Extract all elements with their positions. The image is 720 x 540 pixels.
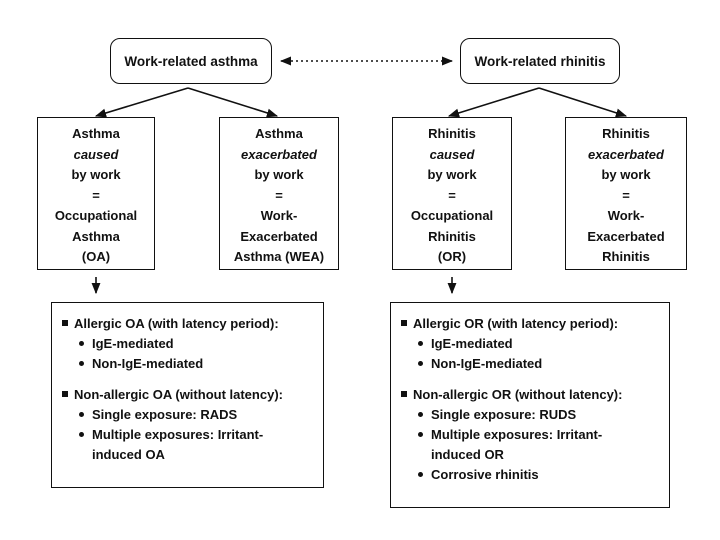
or-line-1: Rhinitis xyxy=(428,126,476,141)
work-related-asthma-box: Work-related asthma xyxy=(110,38,272,84)
list-item-line: Multiple exposures: Irritant- xyxy=(92,427,264,442)
wer-line-3: by work xyxy=(601,167,651,182)
list-item: Non-IgE-mediated xyxy=(401,354,663,374)
list-item: Multiple exposures: Irritant- induced OA xyxy=(62,425,317,465)
oa-line-2: caused xyxy=(73,146,119,162)
or-line-3: by work xyxy=(427,167,477,182)
work-related-rhinitis-box: Work-related rhinitis xyxy=(460,38,620,84)
asthma-subtypes-list: Allergic OA (with latency period): IgE-m… xyxy=(51,302,324,488)
wer-line-6: Exacerbated xyxy=(587,228,665,244)
list-item: Non-allergic OR (without latency): xyxy=(401,385,663,405)
work-related-asthma-label: Work-related asthma xyxy=(124,53,258,69)
wea-line-6: Exacerbated xyxy=(240,228,318,244)
work-exacerbated-asthma-box: Asthma exacerbated by work = Work- Exace… xyxy=(219,117,339,270)
work-related-rhinitis-label: Work-related rhinitis xyxy=(474,53,606,69)
oa-line-3: by work xyxy=(71,167,121,182)
wea-line-2: exacerbated xyxy=(241,146,317,162)
or-line-2: caused xyxy=(429,146,475,162)
or-line-6: Rhinitis xyxy=(428,228,476,244)
list-item: Allergic OR (with latency period): xyxy=(401,314,663,334)
or-line-7: (OR) xyxy=(437,249,467,264)
asthma-to-oa-arrow xyxy=(94,87,189,118)
wer-line-7: Rhinitis xyxy=(602,249,650,264)
list-item-line: induced OR xyxy=(431,447,504,462)
rhinitis-to-wer-arrow xyxy=(538,87,628,118)
wea-line-1: Asthma xyxy=(255,126,303,141)
list-item: Single exposure: RADS xyxy=(62,405,317,425)
wea-line-3: by work xyxy=(254,167,304,182)
list-item: Single exposure: RUDS xyxy=(401,405,663,425)
oa-line-1: Asthma xyxy=(72,126,120,141)
occupational-rhinitis-box: Rhinitis caused by work = Occupational R… xyxy=(392,117,512,270)
list-item: Allergic OA (with latency period): xyxy=(62,314,317,334)
list-item: Corrosive rhinitis xyxy=(401,465,663,485)
wer-line-2: exacerbated xyxy=(588,146,664,162)
oa-line-5: Occupational xyxy=(54,208,138,223)
rhinitis-subtypes-list: Allergic OR (with latency period): IgE-m… xyxy=(390,302,670,508)
wer-line-1: Rhinitis xyxy=(602,126,650,141)
oa-line-7: (OA) xyxy=(81,249,111,264)
rhinitis-to-or-arrow xyxy=(447,87,540,118)
asthma-to-wea-arrow xyxy=(187,87,279,118)
oa-line-4: = xyxy=(92,187,100,203)
wea-line-5: Work- xyxy=(260,208,298,223)
wer-line-4: = xyxy=(622,187,630,203)
or-line-4: = xyxy=(448,187,456,203)
list-item: IgE-mediated xyxy=(401,334,663,354)
wea-line-7: Asthma (WEA) xyxy=(233,249,325,264)
list-item: IgE-mediated xyxy=(62,334,317,354)
occupational-asthma-box: Asthma caused by work = Occupational Ast… xyxy=(37,117,155,270)
list-item-line: induced OA xyxy=(92,447,165,462)
wer-line-5: Work- xyxy=(607,208,645,223)
wea-line-4: = xyxy=(275,187,283,203)
list-item-line: Multiple exposures: Irritant- xyxy=(431,427,603,442)
or-line-5: Occupational xyxy=(410,208,494,223)
oa-line-6: Asthma xyxy=(72,228,120,244)
work-exacerbated-rhinitis-box: Rhinitis exacerbated by work = Work- Exa… xyxy=(565,117,687,270)
list-item: Non-IgE-mediated xyxy=(62,354,317,374)
list-item: Multiple exposures: Irritant- induced OR xyxy=(401,425,663,465)
list-item: Non-allergic OA (without latency): xyxy=(62,385,317,405)
